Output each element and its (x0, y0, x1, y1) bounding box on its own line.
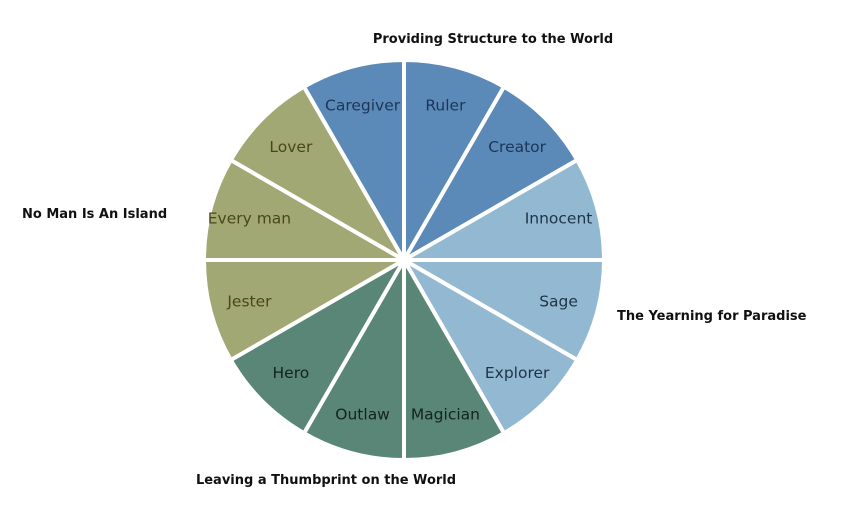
group-label-island: No Man Is An Island (22, 207, 168, 222)
group-label-paradise: The Yearning for Paradise (617, 309, 807, 324)
wheel-segment-label-caregiver: Caregiver (325, 96, 401, 114)
wheel-segment-label-hero: Hero (273, 364, 310, 382)
group-label-structure: Providing Structure to the World (372, 32, 614, 47)
wheel-segment-sage (402, 258, 606, 362)
wheel-segment-magician (402, 258, 506, 462)
wheel-segment-ruler (402, 58, 506, 262)
wheel-segment-label-creator: Creator (488, 138, 546, 156)
wheel-segment-label-outlaw: Outlaw (335, 406, 390, 424)
wheel-segment-innocent (402, 158, 606, 262)
wheel-segment-label-every-man: Every man (208, 210, 291, 228)
wheel-segment-jester (202, 258, 406, 362)
wheel-segment-label-lover: Lover (269, 138, 313, 156)
wheel-segment-label-explorer: Explorer (485, 364, 550, 382)
wheel-segment-hero (228, 258, 406, 436)
wheel-segment-lover (228, 84, 406, 262)
wheel-segment-label-ruler: Ruler (425, 96, 466, 114)
wheel-segment-outlaw (302, 258, 406, 462)
wheel-segment-caregiver (302, 58, 406, 262)
wheel-segment-label-jester: Jester (226, 292, 272, 310)
wheel-segment-label-sage: Sage (539, 292, 578, 310)
wheel-hub (399, 255, 409, 265)
wheel-segment-label-magician: Magician (411, 406, 480, 424)
wheel-segment-label-innocent: Innocent (525, 210, 593, 228)
wheel-segment-every-man (202, 158, 406, 262)
wheel-segment-creator (402, 84, 580, 262)
wheel-segment-explorer (402, 258, 580, 436)
group-label-thumbprint: Leaving a Thumbprint on the World (195, 473, 457, 488)
